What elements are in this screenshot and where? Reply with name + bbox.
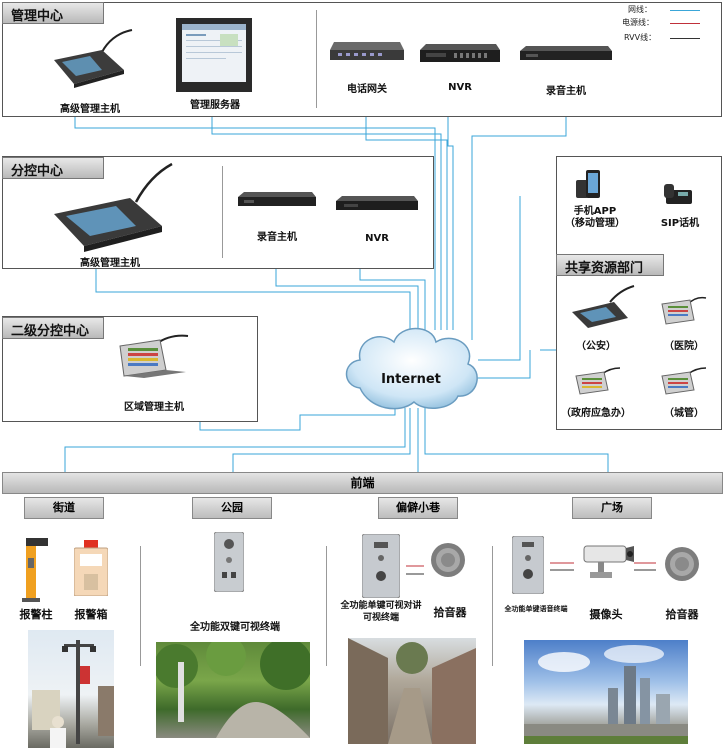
single-button-video-intercom-icon bbox=[362, 534, 400, 598]
nvr-icon bbox=[420, 44, 500, 62]
internet-cloud-label: Internet bbox=[381, 372, 441, 387]
device-label-square-pickup: 拾音器 bbox=[665, 608, 699, 621]
dual-button-video-terminal-icon bbox=[214, 532, 244, 592]
square-photo bbox=[524, 640, 688, 744]
regional-management-host-icon bbox=[119, 334, 189, 378]
legend-power-line bbox=[670, 23, 700, 24]
park-photo bbox=[156, 642, 310, 738]
front-tab-park: 公园 bbox=[192, 497, 272, 519]
mobile-app-icon bbox=[576, 170, 600, 198]
mgmt-device-label-recorder: 录音主机 bbox=[546, 86, 586, 97]
secondary-device-label-host: 区域管理主机 bbox=[124, 402, 184, 413]
device-label-alarm-box: 报警箱 bbox=[74, 608, 108, 621]
mgmt-separator bbox=[316, 10, 317, 108]
unit-label-police: （公安） bbox=[576, 341, 616, 352]
unit-label-city-management: （城管） bbox=[664, 408, 704, 419]
alley-sound-pickup-icon bbox=[431, 543, 465, 577]
management-server-icon bbox=[176, 18, 252, 92]
device-label-single-intercom: 全功能单键可视对讲 可视终端 bbox=[340, 601, 422, 623]
front-end-bar: 前端 bbox=[2, 472, 723, 494]
shared-dept-title: 共享资源部门 bbox=[556, 254, 664, 276]
recording-host-icon bbox=[520, 46, 612, 60]
single-button-voice-terminal-icon bbox=[512, 536, 544, 594]
alley-photo bbox=[348, 638, 476, 744]
front-tab-square: 广场 bbox=[572, 497, 652, 519]
alarm-box-icon bbox=[74, 540, 108, 596]
alarm-pillar-icon bbox=[22, 538, 48, 602]
branch-nvr-icon bbox=[336, 196, 418, 210]
front-tab-alley: 偏僻小巷 bbox=[378, 497, 458, 519]
sip-phone-icon bbox=[664, 184, 692, 204]
legend-rvv-label: RVV线： bbox=[624, 33, 657, 42]
government-unit-icon bbox=[575, 367, 621, 395]
square-sound-pickup-icon bbox=[665, 547, 699, 581]
secondary-center-title: 二级分控中心 bbox=[2, 317, 104, 339]
device-label-camera: 摄像头 bbox=[589, 608, 623, 621]
branch-management-host-icon bbox=[54, 162, 173, 252]
police-unit-icon bbox=[572, 285, 635, 328]
advanced-management-host-icon bbox=[54, 29, 133, 88]
legend-network-line bbox=[670, 10, 700, 11]
mgmt-device-label-host: 高级管理主机 bbox=[60, 104, 120, 115]
branch-center-title: 分控中心 bbox=[2, 157, 104, 179]
branch-recording-host-icon bbox=[238, 192, 316, 206]
telephone-gateway-icon bbox=[330, 42, 404, 60]
legend-network-label: 网线： bbox=[628, 5, 652, 14]
front-separator-2 bbox=[326, 546, 327, 666]
mobile-app-label: 手机APP （移动管理） bbox=[565, 206, 625, 229]
street-photo bbox=[28, 630, 114, 748]
internet-cloud-icon bbox=[345, 327, 478, 410]
device-label-alarm-pillar: 报警柱 bbox=[19, 608, 53, 621]
camera-icon bbox=[583, 545, 634, 578]
mgmt-device-label-nvr: NVR bbox=[448, 82, 472, 93]
device-label-alley-pickup: 拾音器 bbox=[433, 606, 467, 619]
management-center-title: 管理中心 bbox=[2, 2, 104, 24]
device-label-voice-terminal: 全功能单键语音终端 bbox=[504, 605, 568, 613]
front-separator-3 bbox=[492, 546, 493, 666]
legend-rvv-line bbox=[670, 38, 700, 39]
branch-separator bbox=[222, 166, 223, 258]
branch-device-label-host: 高级管理主机 bbox=[80, 258, 140, 269]
legend-power-label: 电源线： bbox=[622, 18, 654, 27]
branch-device-label-recorder: 录音主机 bbox=[257, 232, 297, 243]
hospital-unit-icon bbox=[661, 296, 707, 325]
front-tab-street: 街道 bbox=[24, 497, 104, 519]
unit-label-hospital: （医院） bbox=[664, 341, 704, 352]
unit-label-government: （政府应急办） bbox=[561, 408, 631, 419]
sip-phone-label: SIP话机 bbox=[660, 218, 700, 229]
device-label-dual-terminal: 全功能双键可视终端 bbox=[190, 622, 280, 633]
branch-device-label-nvr: NVR bbox=[365, 233, 389, 244]
front-separator-1 bbox=[140, 546, 141, 666]
city-management-unit-icon bbox=[661, 367, 707, 395]
mgmt-device-label-server: 管理服务器 bbox=[190, 100, 240, 111]
mgmt-device-label-gateway: 电话网关 bbox=[347, 84, 387, 95]
